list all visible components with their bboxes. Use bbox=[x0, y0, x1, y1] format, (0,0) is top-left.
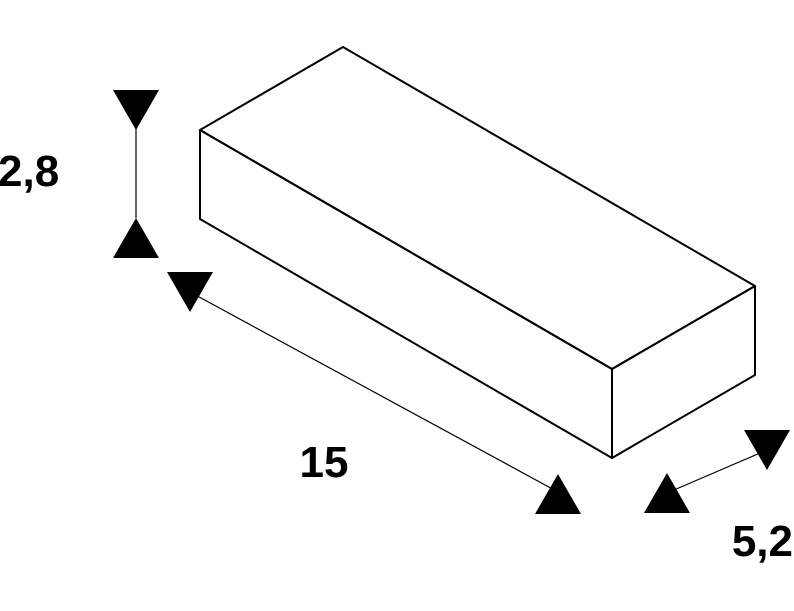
length-dimension bbox=[167, 272, 581, 514]
height-dimension bbox=[113, 90, 159, 258]
width-arrow-start-icon bbox=[644, 473, 690, 513]
height-label: 2,8 bbox=[0, 147, 59, 196]
width-arrow-end-icon bbox=[744, 430, 790, 470]
box-side-face bbox=[611, 285, 756, 459]
width-dimension-line bbox=[666, 449, 768, 494]
box-outline bbox=[199, 46, 756, 459]
width-label: 5,2 bbox=[732, 517, 793, 566]
length-label: 15 bbox=[300, 438, 349, 487]
length-arrow-end-icon bbox=[535, 474, 581, 514]
box-top-face bbox=[199, 46, 756, 370]
height-arrow-bottom-icon bbox=[113, 218, 159, 258]
width-dimension bbox=[644, 430, 790, 513]
length-dimension-line bbox=[189, 291, 559, 493]
height-arrow-top-icon bbox=[113, 90, 159, 130]
length-arrow-start-icon bbox=[167, 272, 213, 312]
